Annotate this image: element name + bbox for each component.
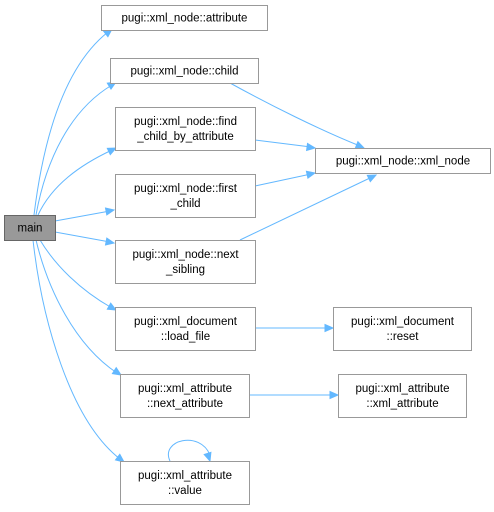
node-value[interactable]: pugi::xml_attribute::value [120,461,250,505]
node-label: pugi::xml_node::child [130,66,238,78]
edge-main-to-first_child [54,207,116,222]
node-box[interactable] [101,5,268,31]
node-reset[interactable]: pugi::xml_document::reset [333,307,472,351]
node-box[interactable] [115,307,256,351]
node-label: pugi::xml_document [134,316,238,328]
nodes-layer: main pugi::xml_node::attributepugi::xml_n… [4,5,491,505]
edge-main-to-child [35,81,118,216]
edge-line [167,439,211,462]
node-box[interactable] [115,174,256,218]
edge-find_child-to-xml_node [254,139,317,152]
node-attribute[interactable]: pugi::xml_node::attribute [101,5,268,31]
node-first_child[interactable]: pugi::xml_node::first_child [115,174,256,218]
edge-line [39,239,113,309]
edge-next_sibling-to-xml_node [239,174,378,241]
node-box[interactable] [338,374,467,418]
edge-line [54,210,111,222]
edge-line [33,31,109,216]
node-next_sibling[interactable]: pugi::xml_node::next_sibling [115,240,256,284]
edge-line [254,139,312,148]
arrowhead [106,147,118,156]
edge-next_attribute-to-xml_attribute [249,390,340,400]
node-label: pugi::xml_attribute [138,383,232,395]
edge-main-to-value [32,239,125,463]
node-box[interactable] [333,307,472,351]
edge-main-to-find_child [37,147,118,216]
node-label: _child [169,198,200,210]
edge-line [35,84,113,216]
node-label: main [18,223,43,235]
node-load_file[interactable]: pugi::xml_document::load_file [115,307,256,351]
node-child[interactable]: pugi::xml_node::child [110,58,259,84]
node-find_child[interactable]: pugi::xml_node::find_child_by_attribute [115,107,256,151]
node-label: ::next_attribute [147,398,223,410]
edge-line [35,239,118,374]
node-box[interactable] [4,215,56,241]
node-label: ::load_file [161,331,210,343]
edge-main-to-load_file [39,239,118,311]
node-box[interactable] [115,107,256,151]
arrowhead [306,142,317,152]
node-main[interactable]: main [4,215,56,241]
arrowhead [114,453,125,463]
edge-line [37,149,113,216]
edge-line [229,82,361,147]
node-label: pugi::xml_document [351,316,455,328]
node-label: _child_by_attribute [136,131,234,143]
node-box[interactable] [115,240,256,284]
node-label: ::value [168,485,202,497]
edge-load_file-to-reset [255,323,335,333]
arrowhead [305,170,317,179]
edge-line [254,173,312,187]
node-label: pugi::xml_attribute [138,470,232,482]
arrowhead [203,451,212,463]
arrowhead [354,140,366,149]
node-xml_node[interactable]: pugi::xml_node::xml_node [315,148,491,174]
node-next_attribute[interactable]: pugi::xml_attribute::next_attribute [120,374,250,418]
arrowhead [111,366,123,376]
node-label: _sibling [165,264,205,276]
node-label: pugi::xml_node::xml_node [336,156,470,168]
arrowhead [324,323,335,333]
edge-line [54,231,111,243]
node-xml_attribute[interactable]: pugi::xml_attribute::xml_attribute [338,374,467,418]
edge-first_child-to-xml_node [254,170,317,187]
arrowhead [104,207,116,216]
edge-value-to-value [167,439,212,463]
node-box[interactable] [110,58,259,84]
node-box[interactable] [120,461,250,505]
arrowhead [329,390,340,400]
edge-line [32,239,121,460]
node-box[interactable] [315,148,491,174]
node-label: pugi::xml_attribute [356,383,450,395]
node-box[interactable] [120,374,250,418]
edge-main-to-next_sibling [54,231,116,246]
node-label: ::reset [387,331,420,343]
arrowhead [104,237,116,246]
node-label: pugi::xml_node::next [132,249,239,261]
arrowhead [106,302,118,311]
edge-main-to-next_attribute [35,239,123,376]
node-label: pugi::xml_node::attribute [122,13,248,25]
arrowhead [366,174,378,183]
node-label: pugi::xml_node::first [134,183,238,195]
node-label: pugi::xml_node::find [134,116,237,128]
node-label: ::xml_attribute [366,398,438,410]
edge-line [239,176,373,241]
edges-layer [32,28,378,463]
